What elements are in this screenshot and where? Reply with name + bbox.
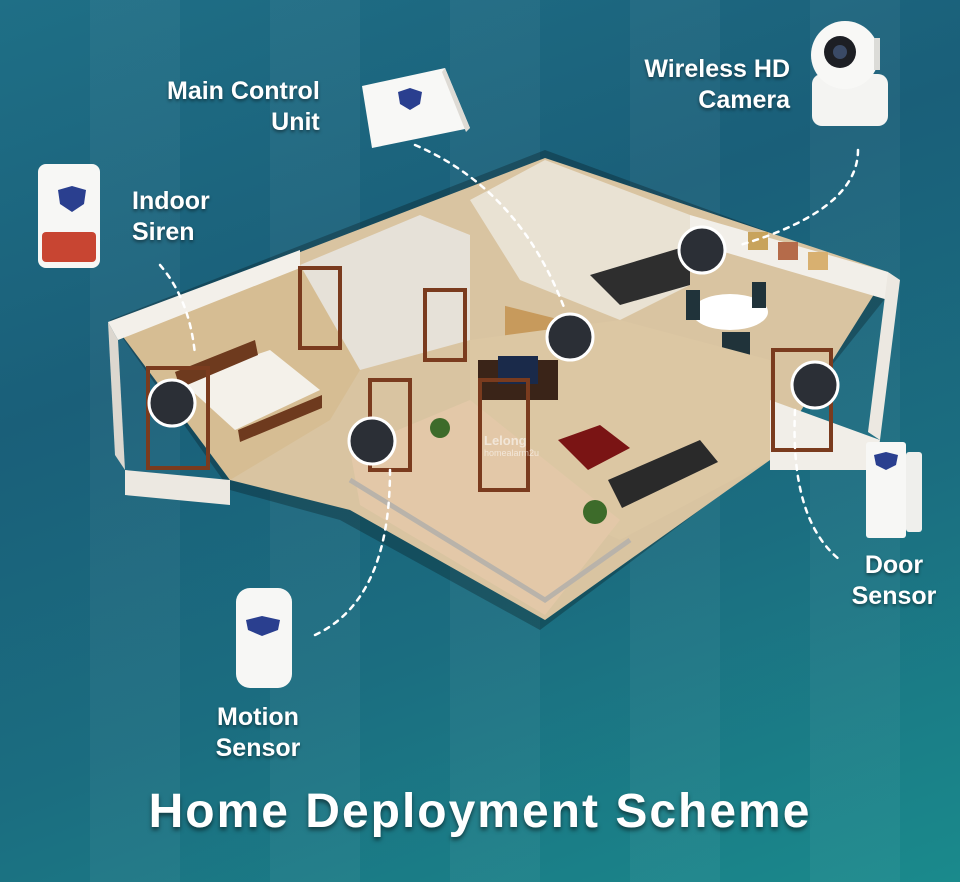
label-line: Siren [132, 218, 195, 246]
balcony-railing [348, 477, 632, 603]
painting-2 [778, 242, 798, 260]
watermark-brand: Lelong [484, 433, 527, 448]
wireless-hd-camera-device [811, 21, 888, 126]
label-line: Indoor [132, 187, 210, 215]
left-wall [108, 250, 300, 340]
dining-chair-1 [686, 290, 700, 320]
shield-logo-icon [874, 452, 898, 470]
coffee-table [558, 425, 630, 470]
bed-headboard [175, 340, 258, 388]
label-line: Wireless HD [644, 55, 790, 83]
dining-chair-2 [752, 282, 766, 308]
label-indoor-siren: Indoor Siren [132, 186, 210, 248]
label-line: Camera [698, 86, 790, 114]
marker-camera [677, 225, 727, 275]
label-line: Unit [271, 108, 320, 136]
connector-motion [313, 468, 392, 637]
shield-logo-icon [398, 88, 422, 110]
left-wall-front [108, 322, 125, 470]
bedroom-front-wall [125, 470, 230, 505]
marker-main-control [545, 312, 595, 362]
door-frame-2 [423, 288, 467, 362]
label-line: Sensor [851, 582, 937, 610]
sofa [608, 440, 718, 508]
watermark-sub: homealarm2u [484, 448, 540, 458]
connector-door [793, 408, 842, 562]
kitchen-counter [590, 245, 690, 305]
page-title: Home Deployment Scheme [148, 785, 812, 838]
dining-table [692, 294, 768, 330]
connector-siren [158, 263, 197, 357]
label-line: Door [864, 551, 924, 579]
bathroom-area [300, 215, 470, 370]
indoor-siren-device [38, 164, 100, 268]
door-frame-4 [478, 378, 530, 492]
door-sensor-device [866, 442, 922, 538]
connector-camera [738, 148, 860, 247]
main-control-unit-device [362, 68, 470, 148]
bed-footboard [238, 395, 322, 442]
connector-main-control [413, 143, 567, 312]
painting-1 [748, 232, 768, 250]
marker-siren [147, 378, 197, 428]
plant-2 [430, 418, 450, 438]
watermark: Lelong homealarm2u [484, 434, 539, 460]
motion-sensor-device [236, 588, 292, 688]
shield-logo-icon [58, 186, 86, 212]
label-motion-sensor: Motion Sensor [206, 702, 310, 764]
marker-motion [347, 416, 397, 466]
marker-door [790, 360, 840, 410]
right-front-wall [770, 400, 880, 470]
plant-1 [583, 500, 607, 524]
label-door-sensor: Door Sensor [846, 550, 942, 612]
label-line: Motion [217, 703, 299, 731]
painting-3 [808, 252, 828, 270]
right-wall [868, 272, 900, 440]
door-frame-6 [146, 366, 210, 470]
balcony-floor [350, 400, 620, 615]
label-line: Sensor [215, 734, 301, 762]
door-frame-1 [298, 266, 342, 350]
label-main-control-unit: Main Control Unit [167, 76, 320, 138]
label-wireless-hd-camera: Wireless HD Camera [626, 54, 790, 116]
label-line: Main Control [167, 77, 320, 105]
shield-logo-icon [246, 616, 280, 636]
